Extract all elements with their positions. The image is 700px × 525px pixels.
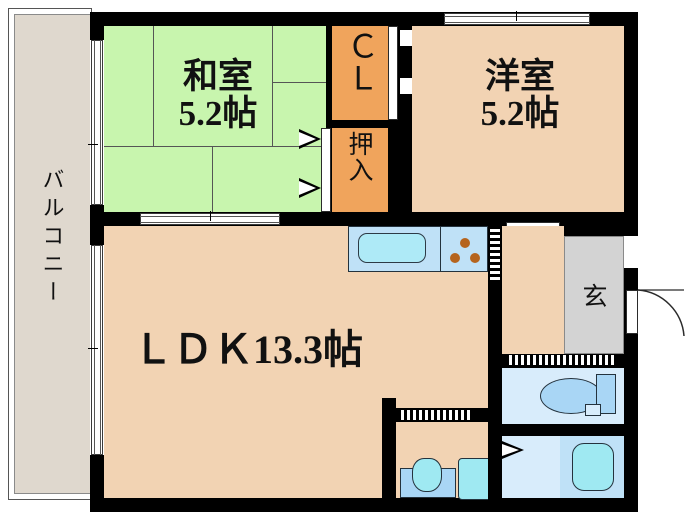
oshiire-arrow-bottom-fill (299, 181, 316, 195)
cl-label: ＣＬ (343, 30, 379, 94)
room-label-washitsu: 和室 5.2帖 (133, 58, 303, 132)
wall-washroom-left (382, 408, 396, 512)
room-washitsu (104, 26, 326, 212)
washbasin-bowl-icon (412, 458, 442, 492)
oshiire-label-line1: 押 (348, 132, 374, 159)
wall-washroom-right (488, 408, 502, 512)
washitsu-ldk-rail-b (140, 222, 280, 223)
kitchen-counter-divider (440, 226, 442, 272)
wall-kitchen-top (326, 212, 488, 226)
room-ldk (104, 226, 382, 498)
toilet-base-icon (585, 404, 601, 416)
washitsu-name: 和室 (182, 57, 253, 96)
kitchen-counter-outline (348, 226, 488, 272)
toilet-tank-icon (596, 374, 616, 414)
oshiire-label: 押 入 (344, 132, 378, 186)
yoshitsu-window-rail-a (444, 16, 590, 17)
washitsu-balcony-slider[interactable] (91, 40, 103, 205)
yoshitsu-size: 5.2帖 (480, 94, 560, 134)
wall-bottom (90, 498, 638, 512)
genkan-label: 玄 (582, 284, 608, 311)
genkan-tile-area (564, 236, 624, 354)
genkan-tile-outline (564, 236, 624, 354)
tatami-seam-h2 (104, 146, 326, 147)
washroom-door-opening[interactable] (398, 410, 470, 420)
wall-hall-genkan-upper (564, 212, 624, 236)
ldk-balcony-slider[interactable] (91, 245, 103, 455)
ldk-slider-rail-b (100, 245, 101, 455)
oshiire-label-line2: 入 (348, 158, 374, 186)
front-door-swing-arc (637, 289, 685, 337)
room-label-ldk: ＬＤＫ13.3帖 (133, 327, 363, 372)
genkan-hall (502, 226, 564, 354)
kitchen-hall-opening[interactable] (490, 226, 500, 282)
storage-cl (332, 26, 388, 120)
yoshitsu-window-mid (516, 11, 517, 21)
oshiire-arrow-top-fill (299, 132, 316, 146)
ldk-slider-rail-a (94, 245, 95, 455)
balcony-area (14, 14, 90, 494)
yoshitsu-name: 洋室 (484, 57, 555, 96)
tatami-seam-v2 (272, 26, 273, 147)
bathtub-icon (572, 443, 614, 491)
wall-ldk-washroom-corner (382, 398, 396, 412)
wall-right-upper (624, 12, 638, 224)
balcony-label: バルコニー (39, 168, 65, 308)
room-label-yoshitsu: 洋室 5.2帖 (440, 58, 600, 132)
yoshitsu-window[interactable] (444, 13, 590, 25)
wall-left-seg1 (90, 12, 104, 40)
stove-burner-3-icon (470, 253, 480, 263)
tatami-seam-v1 (153, 26, 154, 147)
toilet-door-opening[interactable] (506, 355, 616, 365)
yoshitsu-window-rail-b (444, 22, 590, 23)
room-yoshitsu (412, 26, 624, 224)
stove-burner-1-icon (460, 238, 470, 248)
room-ldk-kitchen-extension (382, 272, 488, 408)
stove-burner-2-icon (450, 253, 460, 263)
tatami-seam-v3 (212, 146, 213, 212)
tatami-seam-h1 (272, 82, 326, 83)
wall-right-genkan (624, 224, 638, 236)
oshiire-door-panel[interactable] (321, 128, 331, 212)
wall-left-seg3 (90, 455, 104, 512)
kitchen-sink-icon (358, 233, 426, 263)
washitsu-size: 5.2帖 (178, 94, 258, 134)
bathroom-door-arrow-fill (502, 444, 519, 456)
wall-toilet-bath (488, 424, 638, 436)
front-door-leaf[interactable] (626, 290, 638, 334)
washitsu-slider-rail-b (100, 40, 101, 205)
washitsu-slider-rail-a (94, 40, 95, 205)
ldk-slider-mid (88, 348, 98, 349)
storage-oshiire (332, 128, 388, 212)
cl-door-panel[interactable] (388, 26, 398, 120)
washitsu-slider-mid (88, 144, 98, 145)
washitsu-ldk-mid (210, 211, 211, 221)
